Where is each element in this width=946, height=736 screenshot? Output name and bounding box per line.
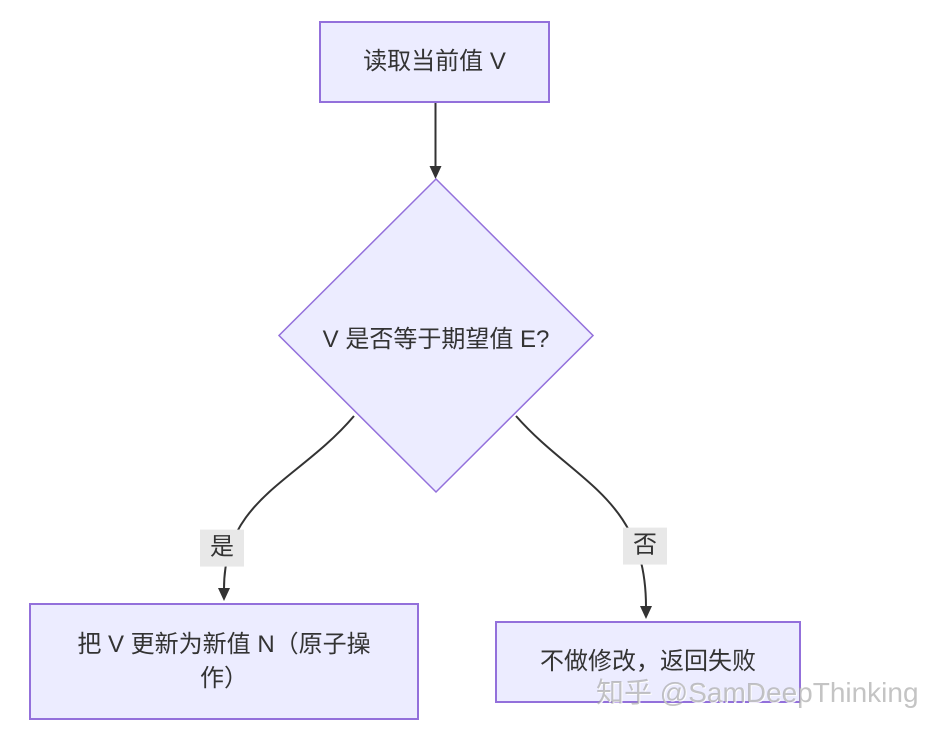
- node-decision-label: V 是否等于期望值 E?: [306, 319, 566, 353]
- decision-label-text: V 是否等于期望值 E?: [322, 325, 550, 353]
- arrowhead-into-decision-icon: [429, 166, 442, 179]
- edge-label-yes: 是: [200, 529, 244, 567]
- node-read-label: 读取当前值 V: [363, 48, 506, 75]
- decision-diamond-shape: [277, 177, 595, 494]
- node-fail-label: 不做修改，返回失败: [540, 648, 756, 675]
- arrowhead-into-update-icon: [218, 588, 230, 601]
- node-update-value: 把 V 更新为新值 N（原子操作）: [29, 603, 419, 720]
- edge-label-no-text: 否: [633, 531, 657, 559]
- edge-label-no: 否: [623, 527, 667, 565]
- node-update-label: 把 V 更新为新值 N（原子操作）: [77, 630, 371, 692]
- arrowhead-into-fail-icon: [640, 606, 652, 619]
- edge-decision-to-fail: [515, 415, 647, 608]
- node-return-failure: 不做修改，返回失败: [495, 621, 801, 703]
- edge-label-yes-text: 是: [210, 533, 234, 561]
- node-read-current-value: 读取当前值 V: [319, 21, 550, 103]
